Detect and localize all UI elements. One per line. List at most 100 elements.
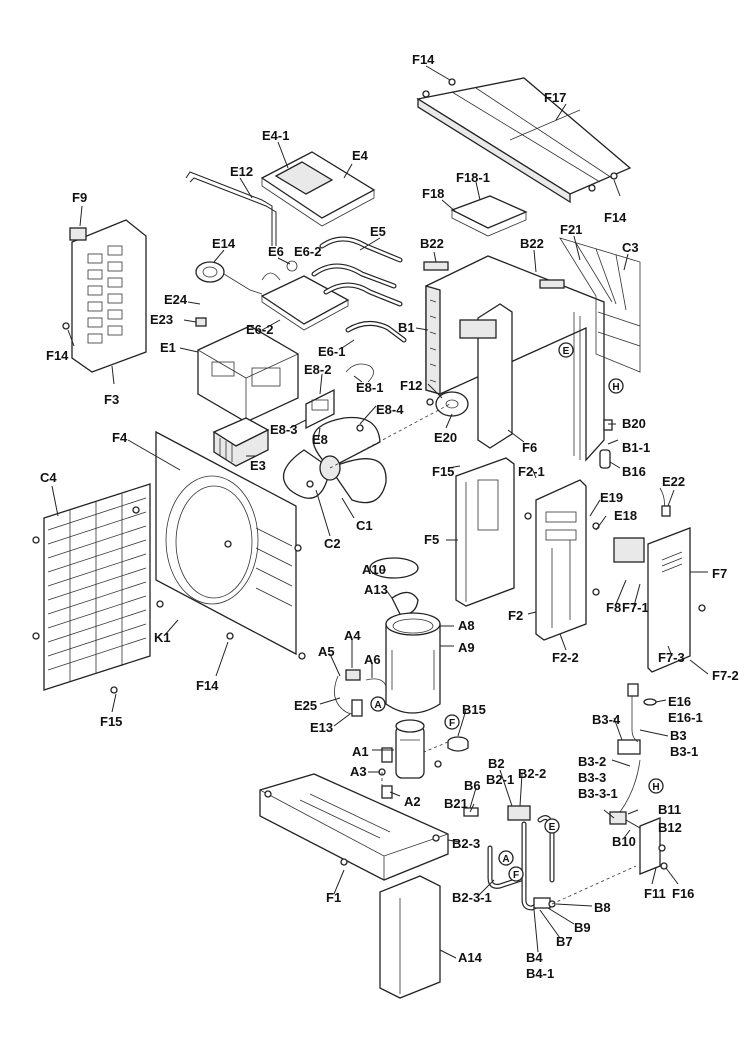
label-a9: A9 (458, 640, 475, 655)
label-e8-1: E8-1 (356, 380, 383, 395)
connector-f-low-text: F (513, 870, 519, 881)
connector-a-mid: A (370, 696, 386, 712)
label-f1: F1 (326, 890, 341, 905)
label-b16: B16 (622, 464, 646, 479)
label-b3-2: B3-2 (578, 754, 606, 769)
label-f11: F11 (644, 886, 666, 901)
partition-f5 (455, 457, 515, 607)
label-b8: B8 (594, 900, 611, 915)
pcb-e6 (260, 260, 350, 331)
label-e6-1: E6-1 (318, 344, 345, 359)
label-b2-2: B2-2 (518, 766, 546, 781)
label-b1-1: B1-1 (622, 440, 650, 455)
front-grille-c4 (43, 483, 151, 691)
connector-a-low-text: A (502, 854, 509, 865)
leader-lines (51, 65, 709, 959)
label-a14: A14 (458, 950, 483, 965)
sensors-a4 (334, 669, 387, 717)
label-b12: B12 (658, 820, 682, 835)
label-e3: E3 (250, 458, 266, 473)
label-b3: B3 (670, 728, 687, 743)
label-b4-1: B4-1 (526, 966, 554, 981)
top-panel-f17 (416, 77, 632, 204)
connector-a-mid-text: A (374, 700, 381, 711)
label-c2: C2 (324, 536, 341, 551)
label-f14-top: F14 (412, 52, 435, 67)
label-f14-left: F14 (46, 348, 69, 363)
label-f3: F3 (104, 392, 119, 407)
label-e6-2a: E6-2 (294, 244, 321, 259)
connector-h-coil-text: H (612, 382, 619, 393)
label-f15-mid: F15 (432, 464, 454, 479)
label-f15-bottom: F15 (100, 714, 122, 729)
compressor-a1 (381, 719, 425, 779)
label-e20: E20 (434, 430, 457, 445)
connector-h-right: H (648, 778, 664, 794)
propeller-fan-c1 (282, 416, 387, 504)
damper-b15 (378, 736, 469, 799)
label-f14-bottom: F14 (196, 678, 219, 693)
reactor-e14 (195, 261, 263, 295)
label-b10: B10 (612, 834, 636, 849)
connector-h-right-text: H (652, 782, 659, 793)
label-f14-right: F14 (604, 210, 627, 225)
four-way-valve-b2 (463, 805, 555, 911)
label-e16-1: E16-1 (668, 710, 703, 725)
label-b4: B4 (526, 950, 543, 965)
connector-f-low: F (508, 866, 524, 882)
label-f4: F4 (112, 430, 128, 445)
bracket-b10 (609, 811, 661, 875)
label-e14: E14 (212, 236, 236, 251)
label-f9: F9 (72, 190, 87, 205)
label-e12: E12 (230, 164, 253, 179)
label-b2: B2 (488, 756, 505, 771)
label-b2-3: B2-3 (452, 836, 480, 851)
label-a1: A1 (352, 744, 369, 759)
motor-support-f6 (459, 303, 513, 449)
cover-a10 (369, 557, 419, 615)
connector-f-mid-text: F (449, 718, 455, 729)
connector-f-mid: F (444, 714, 460, 730)
label-f5: F5 (424, 532, 439, 547)
label-f7-1: F7-1 (622, 600, 649, 615)
label-b2-1: B2-1 (486, 772, 514, 787)
sensor-b3 (617, 683, 657, 813)
label-a5: A5 (318, 644, 335, 659)
label-f16: F16 (672, 886, 694, 901)
label-c3: C3 (622, 240, 639, 255)
sound-jacket-a8 (385, 612, 441, 714)
part-labels: F14 F17 F14 F18-1 F18 E4-1 E4 E12 F9 E14… (40, 52, 739, 981)
label-e22: E22 (662, 474, 685, 489)
label-f18: F18 (422, 186, 444, 201)
connector-e-coil-text: E (563, 346, 570, 357)
label-e4-1: E4-1 (262, 128, 289, 143)
label-a13: A13 (364, 582, 388, 597)
label-f7: F7 (712, 566, 727, 581)
label-b7: B7 (556, 934, 573, 949)
label-b6: B6 (464, 778, 481, 793)
label-a6: A6 (364, 652, 381, 667)
heatsink-e3 (212, 417, 270, 467)
cover-e4 (260, 151, 376, 227)
heat-exchanger-b1 (423, 255, 605, 462)
label-e8-3: E8-3 (270, 422, 297, 437)
sensor-e22 (659, 487, 671, 517)
label-b9: B9 (574, 920, 591, 935)
label-e1: E1 (160, 340, 176, 355)
side-panel-f2 (535, 479, 587, 641)
label-k1: K1 (154, 630, 171, 645)
label-b3-1: B3-1 (670, 744, 698, 759)
label-e8: E8 (312, 432, 328, 447)
service-panel-f7 (613, 527, 691, 673)
label-f21: F21 (560, 222, 582, 237)
label-b3-3: B3-3 (578, 770, 606, 785)
bracket-f18 (450, 195, 528, 237)
label-e16: E16 (668, 694, 691, 709)
screws (32, 78, 706, 908)
label-f18-1: F18-1 (456, 170, 490, 185)
label-e6: E6 (268, 244, 284, 259)
label-e4: E4 (352, 148, 369, 163)
label-b1: B1 (398, 320, 415, 335)
